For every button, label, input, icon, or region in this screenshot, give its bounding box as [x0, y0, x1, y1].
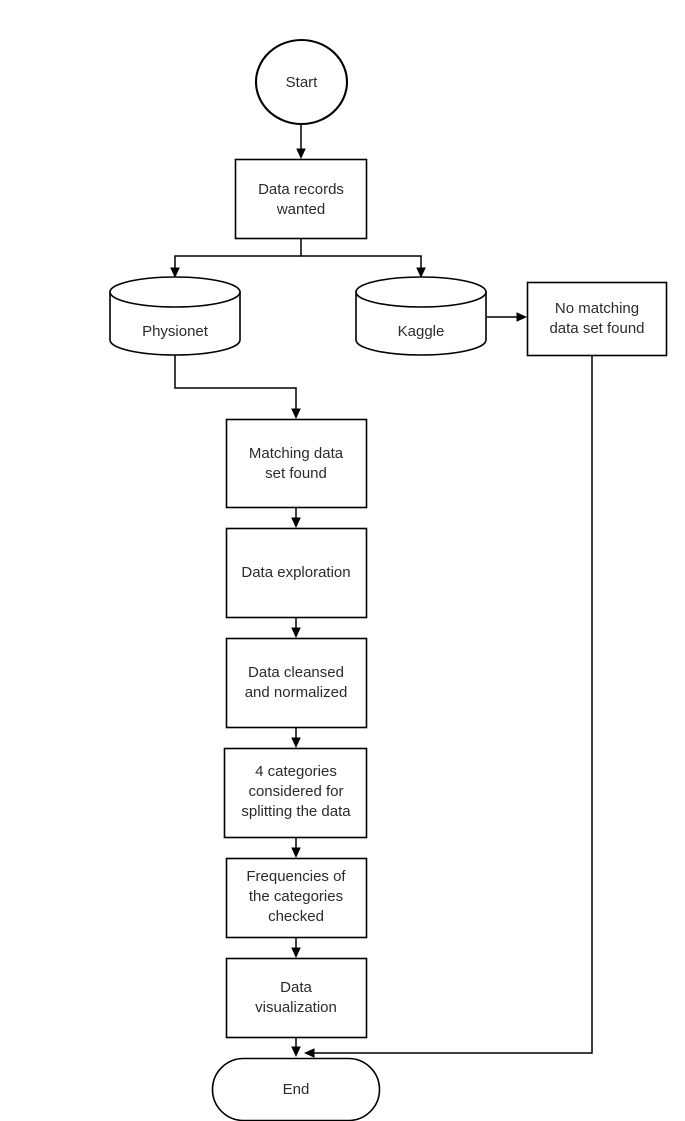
edge-matching-found-to-data-exploration — [291, 508, 301, 528]
node-data-records-wanted[interactable]: Data records wanted — [234, 158, 368, 240]
node-start-label: Start — [286, 74, 319, 91]
node-end[interactable]: End — [211, 1057, 381, 1121]
node-data-cleansed-label-line2: and normalized — [245, 684, 348, 701]
node-categories-label-line1: 4 categories — [255, 763, 337, 780]
node-visualization-label-line2: visualization — [255, 999, 337, 1016]
node-no-match-label-line1: No matching — [555, 300, 639, 317]
node-categories[interactable]: 4 categories considered for splitting th… — [223, 747, 368, 839]
node-frequencies-label-line1: Frequencies of — [246, 868, 346, 885]
node-frequencies[interactable]: Frequencies of the categories checked — [225, 857, 368, 939]
node-kaggle[interactable]: Kaggle — [355, 276, 487, 356]
edge-kaggle-to-no-match — [487, 312, 527, 322]
edge-physionet-to-matching-found — [174, 355, 301, 419]
node-categories-label-line3: splitting the data — [241, 803, 351, 820]
edge-data-records-to-branch — [170, 239, 426, 278]
edge-data-exploration-to-data-cleansed — [291, 618, 301, 638]
node-data-records-wanted-label-line1: Data records — [258, 181, 344, 198]
node-end-label: End — [283, 1081, 310, 1098]
node-data-records-wanted-label-line2: wanted — [276, 201, 325, 218]
node-no-match[interactable]: No matching data set found — [526, 281, 668, 357]
node-start[interactable]: Start — [254, 38, 349, 126]
node-physionet-label: Physionet — [142, 323, 209, 340]
node-matching-found[interactable]: Matching data set found — [225, 418, 368, 509]
node-matching-found-label-line1: Matching data — [249, 445, 344, 462]
node-visualization-label-line1: Data — [280, 979, 312, 996]
edge-frequencies-to-visualization — [291, 938, 301, 958]
node-categories-label-line2: considered for — [248, 783, 343, 800]
edge-start-to-data-records — [296, 124, 306, 159]
node-data-exploration[interactable]: Data exploration — [225, 527, 368, 619]
edge-no-match-to-end — [304, 356, 593, 1058]
node-data-cleansed-label-line1: Data cleansed — [248, 664, 344, 681]
node-physionet[interactable]: Physionet — [109, 276, 241, 356]
node-kaggle-label: Kaggle — [398, 323, 445, 340]
node-no-match-label-line2: data set found — [549, 320, 644, 337]
edge-categories-to-frequencies — [291, 838, 301, 858]
node-frequencies-label-line3: checked — [268, 908, 324, 925]
edge-data-cleansed-to-categories — [291, 728, 301, 748]
node-visualization[interactable]: Data visualization — [225, 957, 368, 1039]
node-data-exploration-label: Data exploration — [241, 564, 350, 581]
node-frequencies-label-line2: the categories — [249, 888, 343, 905]
node-data-cleansed[interactable]: Data cleansed and normalized — [225, 637, 368, 729]
node-matching-found-label-line2: set found — [265, 465, 327, 482]
edge-visualization-to-end — [291, 1038, 301, 1057]
